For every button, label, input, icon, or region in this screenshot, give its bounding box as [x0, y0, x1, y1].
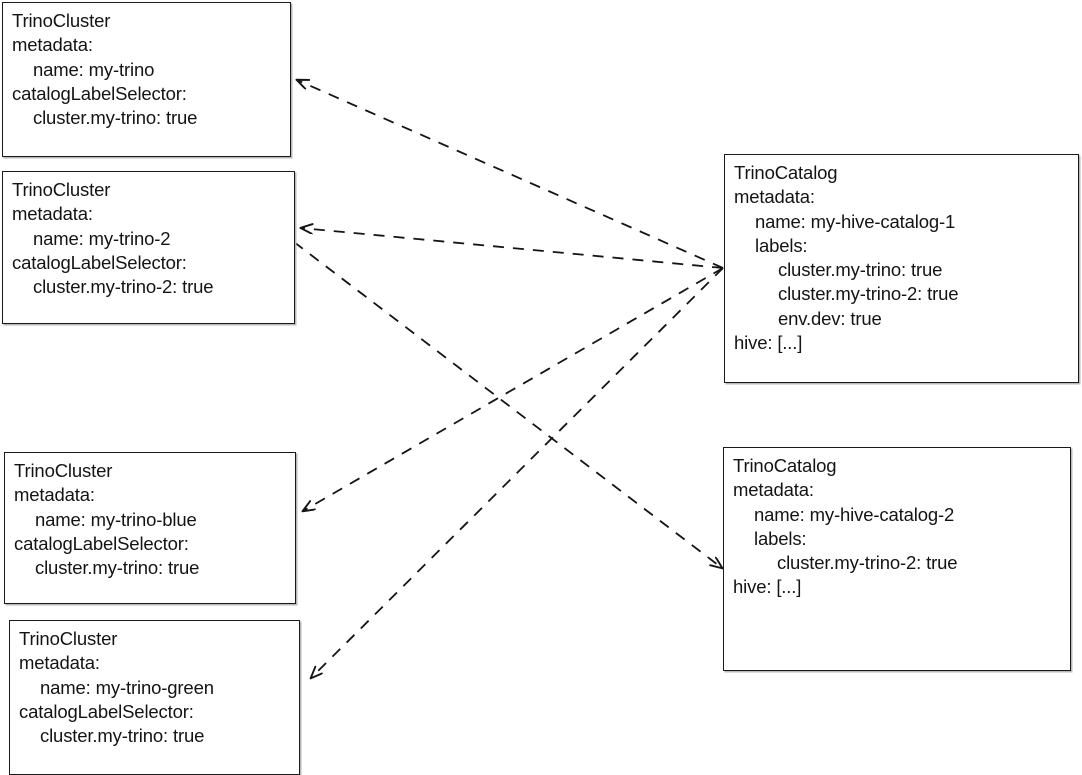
node-line: metadata: — [733, 479, 814, 501]
node-line: catalogLabelSelector: — [12, 82, 187, 104]
node-line: name: my-hive-catalog-2 — [754, 503, 955, 525]
edge-catalog1-to-my-trino — [297, 80, 724, 269]
node-line: cluster.my-trino: true — [40, 725, 205, 747]
node-line: labels: — [754, 527, 807, 549]
node-line: hive: [...] — [733, 576, 802, 598]
node-line: name: my-trino-blue — [35, 508, 197, 530]
node-line: labels: — [755, 234, 808, 256]
node-line: TrinoCluster — [12, 10, 111, 31]
node-line: name: my-trino — [33, 58, 155, 80]
node-line: name: my-hive-catalog-1 — [755, 210, 956, 232]
node-line: metadata: — [12, 34, 93, 56]
node-trinocluster-my-trino[interactable]: TrinoCluster metadata: name: my-trino ca… — [2, 2, 291, 157]
node-line: catalogLabelSelector: — [12, 251, 187, 273]
node-line: cluster.my-trino-2: true — [777, 552, 958, 574]
node-line: metadata: — [734, 186, 815, 208]
node-line: metadata: — [12, 203, 93, 225]
node-line: cluster.my-trino: true — [778, 259, 943, 281]
node-line: env.dev: true — [778, 307, 882, 329]
node-line: cluster.my-trino-2: true — [778, 283, 959, 305]
node-line: cluster.my-trino-2: true — [33, 276, 214, 298]
node-trinocatalog-my-hive-catalog-2[interactable]: TrinoCatalog metadata: name: my-hive-cat… — [723, 447, 1071, 671]
node-line: TrinoCluster — [19, 628, 118, 649]
node-line: name: my-trino-green — [40, 676, 214, 698]
node-line: cluster.my-trino: true — [33, 107, 198, 129]
node-line: TrinoCatalog — [734, 162, 838, 183]
edge-catalog1-to-my-trino-blue — [303, 267, 724, 511]
node-trinocluster-my-trino-2[interactable]: TrinoCluster metadata: name: my-trino-2 … — [2, 171, 295, 324]
edge-catalog1-to-my-trino-2 — [301, 228, 724, 269]
node-line: cluster.my-trino: true — [35, 557, 200, 579]
node-line: metadata: — [19, 652, 100, 674]
node-line: catalogLabelSelector: — [19, 700, 194, 722]
node-line: TrinoCluster — [12, 179, 111, 200]
node-line: metadata: — [14, 484, 95, 506]
node-trinocatalog-my-hive-catalog-1[interactable]: TrinoCatalog metadata: name: my-hive-cat… — [724, 154, 1079, 383]
node-line: TrinoCatalog — [733, 455, 837, 476]
node-line: name: my-trino-2 — [33, 227, 171, 249]
node-line: catalogLabelSelector: — [14, 532, 189, 554]
edge-catalog1-to-my-trino-green — [311, 267, 724, 678]
node-trinocluster-my-trino-green[interactable]: TrinoCluster metadata: name: my-trino-gr… — [9, 620, 300, 775]
edge-catalog2-to-my-trino-2 — [293, 241, 722, 568]
node-line: hive: [...] — [734, 332, 803, 354]
node-line: TrinoCluster — [14, 460, 113, 481]
node-trinocluster-my-trino-blue[interactable]: TrinoCluster metadata: name: my-trino-bl… — [4, 452, 296, 604]
